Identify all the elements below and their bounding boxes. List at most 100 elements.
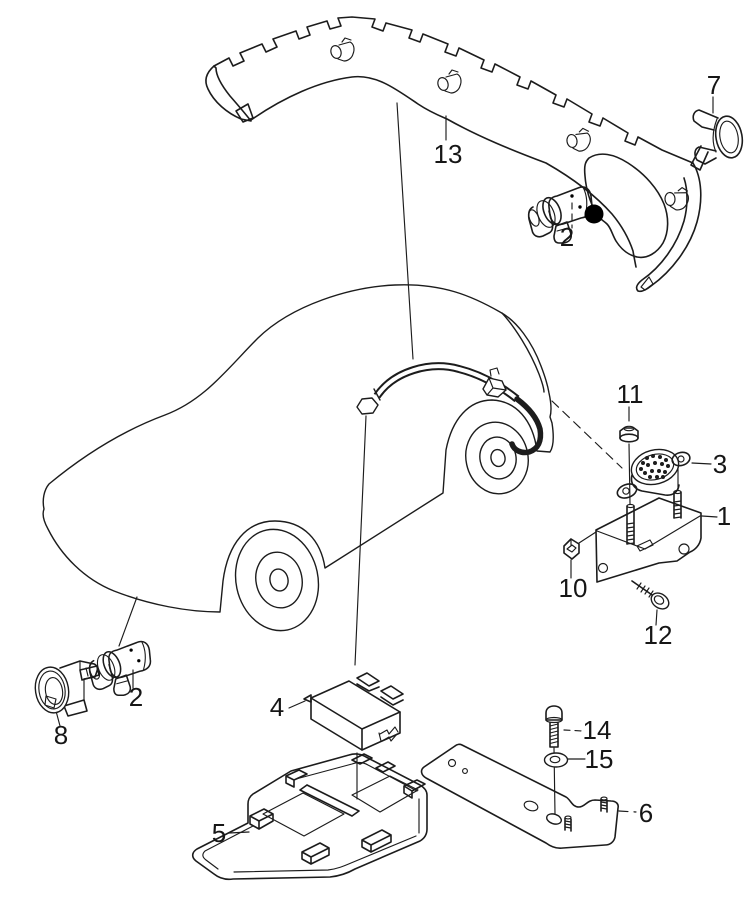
tray-post bbox=[361, 829, 392, 853]
rear-wheel-hub bbox=[490, 448, 506, 468]
leader-lines bbox=[55, 96, 718, 834]
control-unit-left bbox=[310, 697, 363, 751]
harness-connector-lines bbox=[486, 377, 507, 396]
buzzer-dome bbox=[630, 448, 680, 486]
leader-12 bbox=[655, 609, 658, 626]
plate-stud bbox=[600, 796, 608, 813]
buzzer-assembly bbox=[563, 425, 702, 610]
callout-label-7: 7 bbox=[707, 70, 721, 100]
tray-compartment-left bbox=[262, 792, 345, 837]
callout-label-8: 8 bbox=[54, 720, 68, 750]
callout-label-11: 11 bbox=[617, 379, 644, 409]
tray-post bbox=[249, 808, 274, 830]
bolt-head bbox=[545, 705, 563, 721]
holder-tab-arm bbox=[79, 665, 100, 681]
callout-label-14: 14 bbox=[583, 715, 612, 745]
plate-hole bbox=[447, 758, 457, 768]
retainer-band-line bbox=[712, 118, 718, 153]
plate-hole bbox=[462, 768, 468, 774]
control-unit-4 bbox=[303, 672, 404, 751]
flange-nut-11 bbox=[619, 425, 639, 443]
leader-8 bbox=[55, 710, 61, 727]
control-unit-left-tab bbox=[303, 694, 312, 703]
bracket-slot bbox=[636, 539, 654, 552]
parking-sensor-2-rear bbox=[527, 186, 593, 244]
rear-bumper-13 bbox=[205, 16, 702, 293]
harness-tail bbox=[509, 396, 544, 456]
plate-stud bbox=[564, 815, 572, 832]
buzzer-ear-right bbox=[671, 451, 691, 467]
tapping-screw-12 bbox=[631, 580, 670, 610]
callout-label-1: 1 bbox=[717, 501, 731, 531]
plate-slot bbox=[523, 800, 539, 812]
tray-post bbox=[301, 842, 330, 865]
pointer-bumper-to-car bbox=[396, 102, 414, 360]
bumper-licence-recess bbox=[583, 153, 669, 259]
pointer-car-to-buzzer bbox=[551, 400, 623, 469]
buzzer-bracket-1 bbox=[578, 497, 702, 583]
leader-5 bbox=[228, 831, 250, 834]
sensor-retainer-7 bbox=[690, 109, 744, 171]
buzzer-ear-left-hole bbox=[622, 487, 630, 495]
tray-post bbox=[285, 769, 308, 788]
leader-3 bbox=[691, 462, 712, 465]
retainer-ring bbox=[714, 115, 744, 159]
control-unit-clip bbox=[378, 726, 399, 742]
retainer-prong bbox=[690, 145, 709, 171]
buzzer-ear-left bbox=[616, 483, 638, 499]
tray-post bbox=[351, 753, 396, 773]
holder-ring-mid bbox=[38, 670, 66, 710]
bumper-sensor-icon bbox=[566, 127, 591, 152]
bracket-outline bbox=[595, 497, 702, 583]
reference-marker-dot bbox=[584, 204, 604, 224]
grommet-hexagon bbox=[356, 397, 379, 415]
washer-outer bbox=[543, 752, 569, 768]
bolt-threads bbox=[549, 723, 559, 745]
bracket-tab-hole bbox=[678, 543, 690, 555]
bracket-left-tab bbox=[578, 531, 597, 544]
holder-ring-detent bbox=[44, 695, 57, 709]
bumper-sensor-icon bbox=[664, 187, 690, 211]
callout-labels: 13 7 2 11 3 1 10 12 8 2 4 5 6 14 15 bbox=[54, 70, 731, 848]
sensor-holder-ring-8 bbox=[34, 660, 100, 717]
retainer-ring-inner bbox=[719, 120, 739, 154]
mounting-stud-a bbox=[626, 503, 635, 545]
wiring-harness bbox=[373, 362, 544, 456]
callout-label-15: 15 bbox=[585, 744, 614, 774]
front-wheel bbox=[234, 528, 320, 632]
callout-label-6: 6 bbox=[639, 798, 653, 828]
bumper-sensor-icon bbox=[330, 37, 355, 62]
washer-hole bbox=[549, 755, 561, 764]
tray-divider-wall bbox=[299, 784, 360, 817]
callout-label-3: 3 bbox=[713, 449, 727, 479]
buzzer-ear-right-hole bbox=[677, 455, 685, 463]
bracket-screw-hole bbox=[597, 562, 609, 574]
control-unit-connector-1 bbox=[356, 672, 380, 692]
bumper-right-tip bbox=[635, 162, 702, 293]
holder-body-lines bbox=[79, 660, 85, 701]
foam-tray-5 bbox=[191, 753, 428, 881]
buzzer-speaker-holes bbox=[639, 454, 670, 479]
tray-outline bbox=[191, 753, 428, 881]
sensor-flange bbox=[542, 196, 562, 226]
bumper-sensor-icon bbox=[437, 69, 462, 94]
callout-label-2-rear: 2 bbox=[560, 222, 574, 252]
warning-buzzer-3 bbox=[616, 448, 691, 499]
screw-head-top bbox=[653, 595, 665, 605]
bumper-notched-top-edge bbox=[213, 16, 694, 164]
tray-post bbox=[403, 779, 426, 799]
sensor-rivet bbox=[578, 205, 582, 209]
bolt-flange bbox=[545, 716, 563, 724]
tray-inner-rim bbox=[202, 762, 420, 873]
holder-ring-inner bbox=[44, 677, 64, 705]
callout-label-12: 12 bbox=[644, 620, 673, 650]
car-outline bbox=[42, 284, 555, 632]
retainer-lower-arm bbox=[694, 146, 717, 165]
bumper-tip-detail bbox=[640, 276, 654, 291]
plate-bolt-hole bbox=[546, 813, 562, 825]
rear-wheel-rim bbox=[479, 436, 517, 480]
bumper-lower-edge bbox=[250, 75, 637, 268]
leader-14 bbox=[563, 729, 584, 732]
stud-axis-a bbox=[628, 443, 631, 505]
